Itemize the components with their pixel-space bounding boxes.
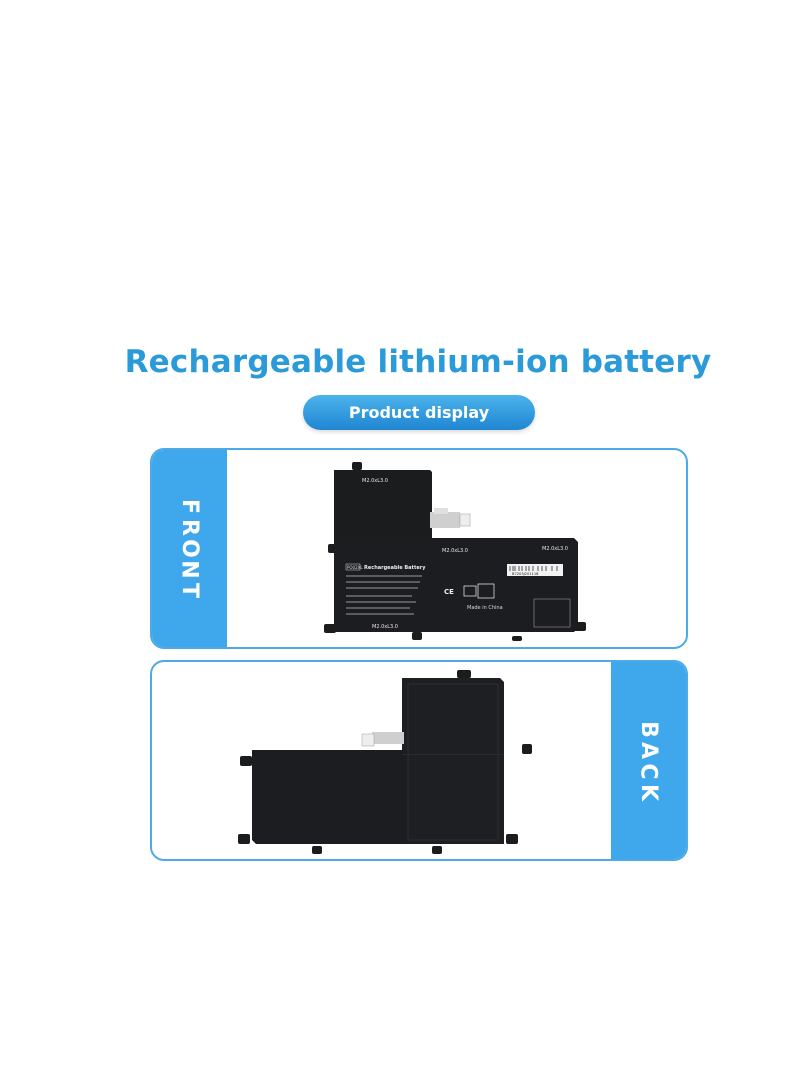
back-side-label-letter: K xyxy=(636,783,661,801)
front-side-label-letter: T xyxy=(176,582,202,599)
back-side-label-letter: B xyxy=(636,720,661,738)
back-side-label-letter: A xyxy=(636,741,661,759)
front-side-label-letter: R xyxy=(176,519,202,536)
svg-text:CE: CE xyxy=(444,588,454,596)
label-title: Rechargeable Battery xyxy=(364,565,426,571)
front-marking-right: M2.0xL3.0 xyxy=(542,546,568,552)
made-in-text: Made in China xyxy=(467,605,503,611)
label-code: PO02XL xyxy=(347,565,363,570)
front-side-label-letter: N xyxy=(176,560,202,579)
front-marking-mid: M2.0xL3.0 xyxy=(442,548,468,554)
barcode-text: B7203J201118 xyxy=(512,572,539,576)
back-battery-image xyxy=(238,670,532,854)
back-side-label-letter: C xyxy=(636,762,661,780)
front-marking-left: M2.0xL3.0 xyxy=(362,478,388,484)
front-battery-image: M2.0xL3.0 M2.0xL3.0 M2.0xL3.0 M2.0xL3.0 … xyxy=(324,462,586,641)
front-side-label-letter: O xyxy=(176,539,202,558)
product-display-pill: Product display xyxy=(303,395,535,430)
page-title: Rechargeable lithium-ion battery xyxy=(124,344,712,380)
front-marking-bottom: M2.0xL3.0 xyxy=(372,624,398,630)
front-side-label-letter: F xyxy=(177,498,202,515)
